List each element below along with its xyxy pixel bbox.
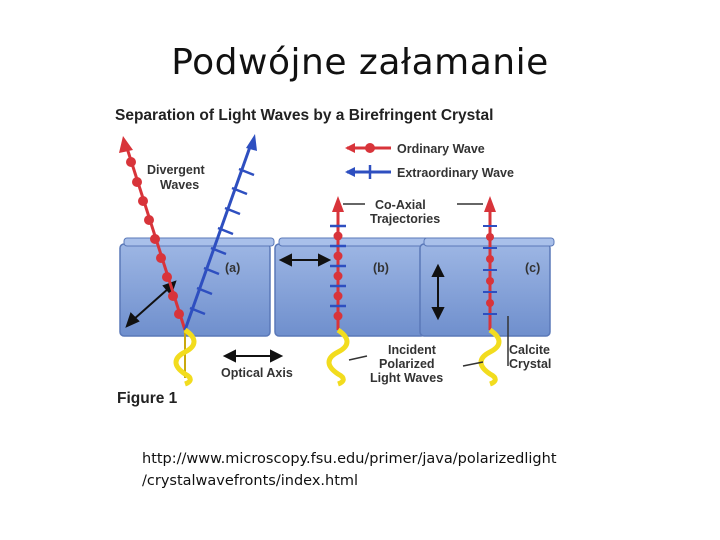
crystal-b	[274, 237, 430, 337]
crystal-c	[419, 237, 555, 337]
coaxial-label-line2: Trajectories	[370, 212, 440, 226]
calcite-label-line1: Calcite	[509, 343, 550, 357]
legend-ordinary-marker	[345, 143, 391, 153]
source-citation: http://www.microscopy.fsu.edu/primer/jav…	[142, 448, 612, 492]
extraordinary-wave-a	[183, 134, 257, 331]
optical-axis-label: Optical Axis	[221, 366, 293, 380]
panel-b-label: (b)	[373, 261, 389, 275]
coaxial-wave-c	[483, 196, 497, 330]
incident-wave-b	[326, 327, 350, 387]
optic-axis-arrow-c	[431, 263, 445, 321]
legend-ordinary-label: Ordinary Wave	[397, 142, 485, 156]
incident-wave-a	[173, 327, 197, 387]
divergent-label-line2: Waves	[160, 178, 199, 192]
figure-heading: Separation of Light Waves by a Birefring…	[115, 107, 493, 124]
figure-caption: Figure 1	[117, 390, 178, 407]
incident-wave-c	[478, 327, 502, 387]
panel-c-label: (c)	[525, 261, 540, 275]
source-url-line1: http://www.microscopy.fsu.edu/primer/jav…	[142, 451, 557, 467]
optical-axis-legend-arrow	[222, 349, 284, 363]
calcite-label-line2: Crystal	[509, 357, 551, 371]
incident-label-line1: Incident	[388, 343, 437, 357]
source-url-line2: /crystalwavefronts/index.html	[142, 473, 359, 489]
crystal-a	[119, 237, 275, 337]
coaxial-wave-b	[330, 196, 346, 330]
ordinary-wave-a	[119, 136, 187, 331]
birefringence-figure: Separation of Light Waves by a Birefring…	[105, 98, 575, 418]
figure-canvas: Separation of Light Waves by a Birefring…	[115, 107, 555, 407]
incident-label-line3: Light Waves	[370, 371, 443, 385]
panel-a-label: (a)	[225, 261, 240, 275]
incident-label-line2: Polarized	[379, 357, 435, 371]
optic-axis-arrow-b	[278, 253, 332, 267]
legend-extraordinary-marker	[345, 165, 391, 179]
divergent-label-line1: Divergent	[147, 163, 205, 177]
legend-extraordinary-label: Extraordinary Wave	[397, 166, 514, 180]
coaxial-label-line1: Co-Axial	[375, 198, 426, 212]
incident-pointer	[348, 355, 368, 361]
slide-title: Podwójne załamanie	[171, 42, 549, 83]
legend: Ordinary Wave Extraordinary Wave	[345, 142, 514, 180]
